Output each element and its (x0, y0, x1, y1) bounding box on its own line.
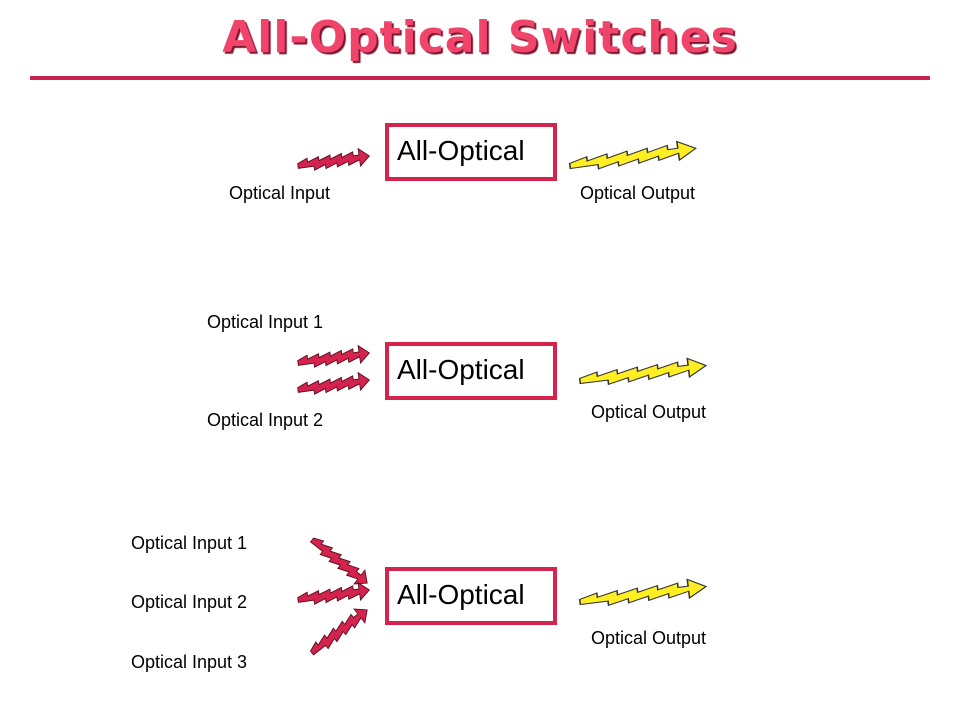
optical-output-label: Optical Output (591, 628, 707, 648)
all-optical-box-3: All-Optical (385, 567, 557, 625)
input-arrow-icon (306, 532, 374, 591)
optical-input-3-label: Optical Input 3 (131, 652, 248, 672)
input-arrow-icon (306, 602, 374, 661)
all-optical-box-2: All-Optical (385, 342, 557, 400)
input-arrow-icon (296, 370, 372, 400)
input-arrow-icon (296, 580, 372, 610)
page-title: All-Optical Switches (222, 12, 738, 63)
output-arrow-icon (578, 576, 708, 613)
optical-input-1-label: Optical Input 1 (207, 312, 324, 332)
optical-input-2-label: Optical Input 2 (207, 410, 324, 430)
output-arrow-icon (567, 138, 698, 177)
optical-input-2-label: Optical Input 2 (131, 592, 248, 612)
title-underline (30, 76, 930, 80)
optical-input-1-label: Optical Input 1 (131, 533, 248, 553)
optical-output-label: Optical Output (591, 402, 707, 422)
optical-input-label: Optical Input (229, 183, 331, 203)
input-arrow-icon (296, 146, 372, 176)
input-arrow-icon (296, 343, 372, 373)
optical-output-label: Optical Output (580, 183, 696, 203)
all-optical-box-1: All-Optical (385, 123, 557, 181)
output-arrow-icon (578, 355, 708, 392)
